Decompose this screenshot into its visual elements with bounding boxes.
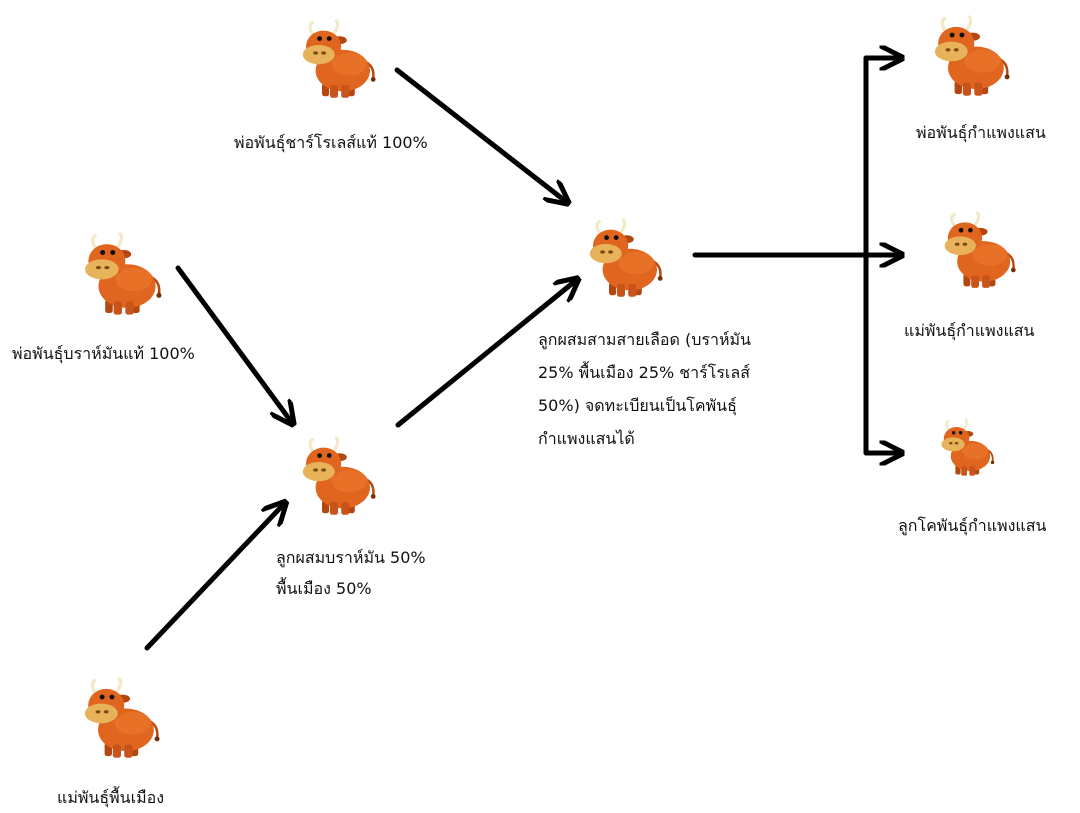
arrow-native-to-crossbred — [144, 506, 282, 651]
node-label: แม่พันธุ์พื้นเมือง — [57, 788, 165, 807]
node-label-line2: 25% พื้นเมือง 25% ชาร์โรเลส์ — [538, 363, 750, 382]
cow-icon — [930, 12, 1012, 104]
node-label: ลูกโคพันธุ์กำแพงแสน — [898, 516, 1047, 535]
cow-icon — [80, 672, 162, 768]
node-label: พ่อพันธุ์กำแพงแสน — [916, 123, 1046, 142]
cow-icon — [298, 14, 378, 108]
node-label: พ่อพันธุ์บราห์มันแท้ 100% — [12, 344, 195, 363]
cow-icon — [938, 414, 996, 484]
node-label-line1: ลูกผสมบราห์มัน 50% — [276, 548, 426, 567]
node-label-line1: ลูกผสมสามสายเลือด (บราห์มัน — [538, 330, 751, 349]
node-label-line4: กำแพงแสนได้ — [538, 429, 635, 448]
arrow-charolais-to-threeblood — [394, 67, 564, 200]
arrow-crossbred-to-threeblood — [395, 282, 574, 428]
node-label-line2: พื้นเมือง 50% — [276, 579, 372, 598]
node-label-line3: 50%) จดทะเบียนเป็นโคพันธุ์ — [538, 396, 737, 415]
cow-icon — [585, 212, 665, 308]
node-label: พ่อพันธุ์ชาร์โรเลส์แท้ 100% — [234, 133, 428, 152]
arrow-brahman-to-crossbred — [175, 265, 290, 420]
cow-icon — [940, 206, 1018, 298]
cow-icon — [80, 228, 164, 324]
cow-icon — [298, 430, 378, 526]
node-label: แม่พันธุ์กำแพงแสน — [904, 321, 1035, 340]
